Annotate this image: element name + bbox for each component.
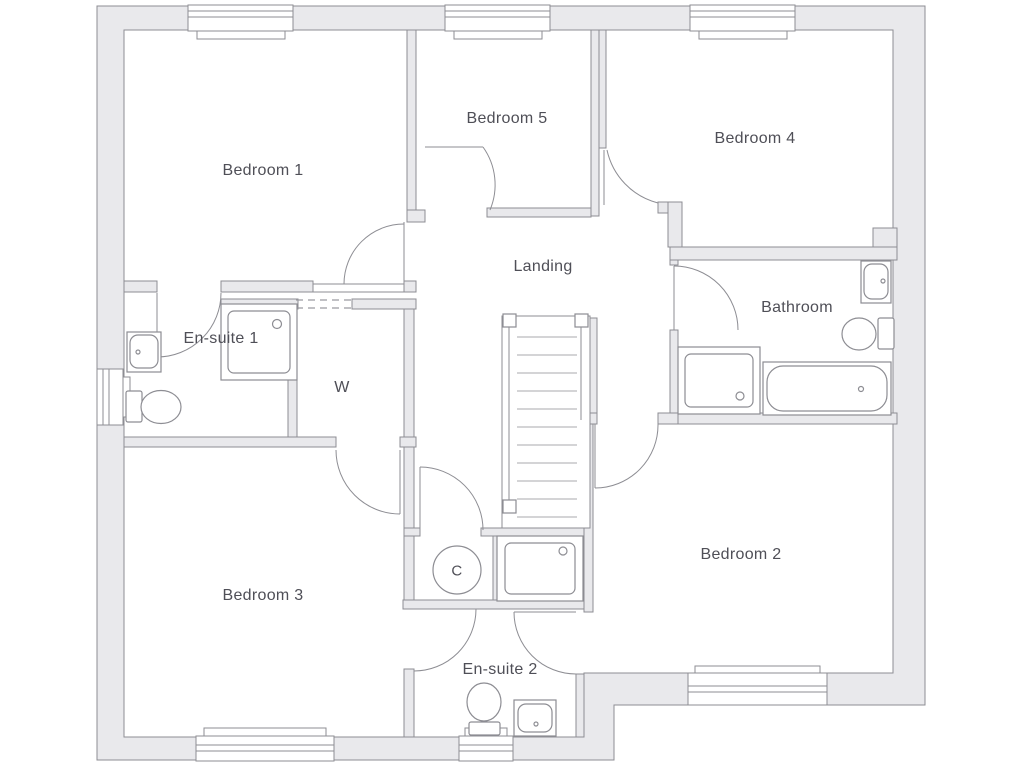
newel-post [502,313,517,328]
window-bedroom4 [689,4,796,40]
window-bedroom5 [444,4,551,40]
room-label-bedroom1: Bedroom 1 [222,162,304,179]
room-label-bedroom4: Bedroom 4 [714,130,796,147]
room-label-ensuite2: En-suite 2 [462,661,538,678]
shower-drain-icon [271,318,283,330]
door-bathroom [673,265,739,331]
window-bedroom3 [195,727,335,762]
toilet-ensuite2 [466,682,502,736]
fixtures [125,260,895,737]
room-label-landing: Landing [513,258,573,275]
cupboard-circle [432,545,482,595]
window-ensuite1 [96,368,131,426]
doors [156,146,739,675]
basin-ensuite1 [126,331,162,373]
toilet-bathroom [841,317,895,351]
basin-ensuite2 [513,699,557,737]
newel-post [574,313,589,328]
room-label-bedroom2: Bedroom 2 [700,546,782,563]
room-label-ensuite1: En-suite 1 [183,330,259,347]
room-label-bedroom5: Bedroom 5 [466,110,548,127]
tap-icon [857,385,865,393]
shower-drain-icon [558,546,568,556]
window-bedroom1 [187,4,294,40]
shower-ensuite1 [220,303,298,381]
room-label-bedroom3: Bedroom 3 [222,587,304,604]
tap-icon [135,349,141,355]
toilet-ensuite1 [125,389,182,425]
bath-bathroom [762,361,892,416]
door-bedroom4 [603,149,659,205]
basin-bathroom [860,260,892,304]
shower-bathroom [677,346,761,415]
newel-post [502,499,517,514]
window-bedroom2 [687,665,828,706]
door-bedroom1 [343,222,405,285]
tap-icon [880,278,886,284]
shower-ensuite2 [496,535,584,602]
windows [96,4,828,762]
room-label-cupboard: C [451,562,463,580]
door-ensuite2-bedroom2-side [513,611,577,675]
staircase [501,313,591,529]
room-label-wardrobe: W [334,379,350,396]
shower-drain-icon [735,391,745,401]
door-bedroom3 [335,449,401,515]
room-label-bathroom: Bathroom [761,299,833,316]
tap-icon [533,721,539,727]
door-bedroom2 [594,423,659,489]
door-cupboard [419,466,484,531]
door-bedroom5 [425,146,496,211]
door-ensuite2-bedroom3-side [413,608,477,672]
